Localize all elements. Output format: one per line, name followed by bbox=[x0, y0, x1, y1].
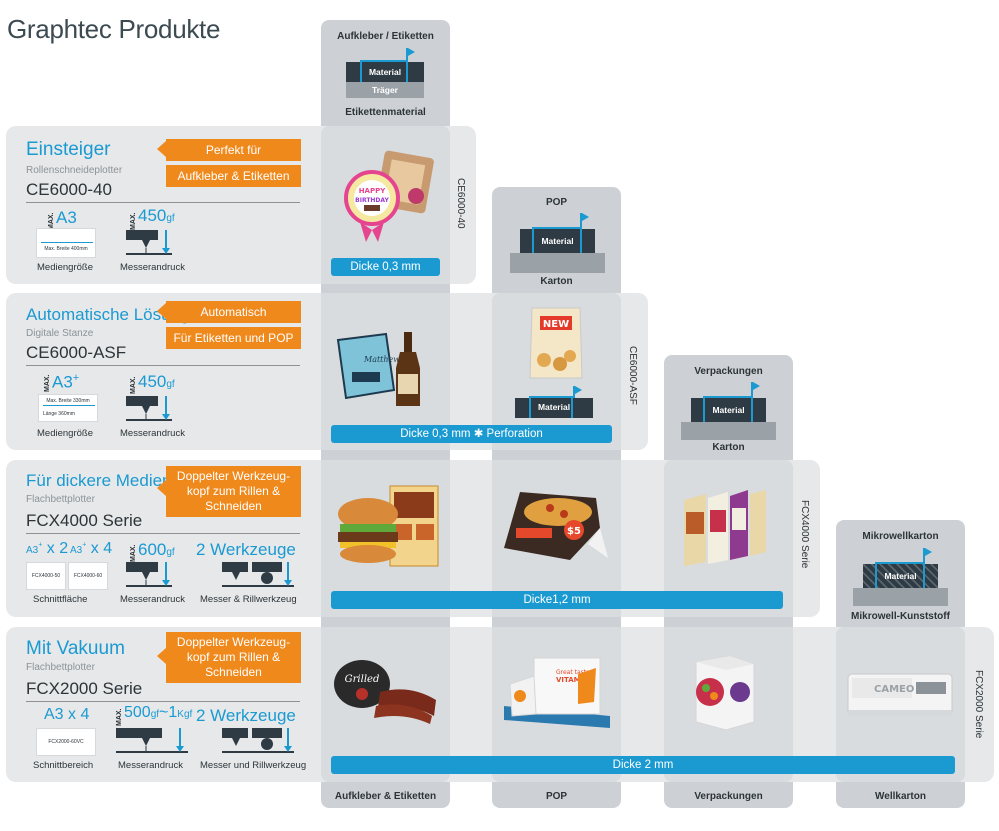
caption-schnittflaeche: Schnittfläche bbox=[33, 594, 88, 605]
category-title-einsteiger: Einsteiger bbox=[26, 139, 111, 160]
knife-and-crease-tool-icon bbox=[222, 728, 294, 753]
cutting-plotter-device-image: CAMEO bbox=[847, 673, 953, 716]
caption-messer-und-rillwerkzeug: Messer und Rillwerkzeug bbox=[200, 760, 307, 771]
spec-size-fcx2000: A3 x 4 bbox=[44, 706, 90, 723]
caption-schnittbereich: Schnittbereich bbox=[33, 760, 94, 771]
column-header-aufkleber: Aufkleber / Etiketten bbox=[337, 31, 434, 42]
knife-pressure-icon bbox=[126, 396, 172, 421]
column-footer-aufkleber: Aufkleber & Etiketten bbox=[334, 791, 437, 802]
category-title-mit-vakuum: Mit Vakuum bbox=[26, 638, 125, 659]
pop-new-cracker-image: NEW bbox=[529, 307, 583, 379]
spec-size-fcx4000-60: A3+ x 4 bbox=[70, 540, 113, 557]
thickness-bar-row3: Dicke1,2 mm bbox=[331, 591, 783, 609]
model-fcx2000: FCX2000 Serie bbox=[26, 679, 143, 698]
sheet-fcx4000-60: FCX4000-60 bbox=[68, 562, 108, 590]
tag-aufkleber-etiketten: Aufkleber & Etiketten bbox=[166, 165, 301, 187]
karton-label-verpackungen: Karton bbox=[712, 442, 745, 453]
svg-text:HAPPY: HAPPY bbox=[359, 187, 387, 195]
caption-messer-rillwerkzeug: Messer & Rillwerkzeug bbox=[200, 594, 297, 605]
svg-text:$5: $5 bbox=[567, 526, 581, 537]
caption-messerandruck-fcx4000: Messerandruck bbox=[120, 594, 185, 605]
material-diagram-mikrowell: Material bbox=[853, 548, 948, 606]
traeger-label: Träger bbox=[372, 85, 398, 95]
caption-mediengroesse-asf: Mediengröße bbox=[37, 428, 93, 439]
caption-messerandruck-fcx2000: Messerandruck bbox=[118, 760, 183, 771]
knife-pressure-icon bbox=[126, 562, 172, 587]
category-title-automatische-loesung: Automatische Lösung bbox=[26, 305, 190, 324]
tag-automatisch: Automatisch bbox=[166, 301, 301, 323]
category-subtitle-flachbett-vakuum: Flachbettplotter bbox=[26, 662, 95, 673]
tag-etiketten-pop: Für Etiketten und POP bbox=[166, 327, 301, 349]
spec-size-a3: A3 bbox=[56, 208, 77, 227]
knife-pressure-icon bbox=[116, 728, 188, 753]
side-label-ce6000-40: CE6000-40 bbox=[455, 178, 466, 229]
side-label-fcx4000: FCX4000 Serie bbox=[799, 500, 810, 569]
column-subheader-etikettenmaterial: Etikettenmaterial bbox=[345, 107, 426, 118]
thickness-bar-row2: Dicke 0,3 mm ✱ Perforation bbox=[331, 425, 612, 443]
beer-label-image: Matthew's bbox=[336, 332, 420, 406]
category-title-dickere-medien: Für dickere Medien bbox=[26, 471, 172, 490]
knife-and-crease-tool-icon bbox=[222, 562, 294, 587]
burger-poster-image bbox=[338, 485, 439, 567]
media-sheet: Max. Breite 400mm bbox=[36, 228, 96, 258]
spec-force-450-asf: 450gf bbox=[138, 372, 175, 391]
sheet-fcx2000: FCX2000-60VC bbox=[36, 728, 96, 756]
svg-text:Matthew's: Matthew's bbox=[363, 355, 406, 364]
model-ce6000-asf: CE6000-ASF bbox=[26, 343, 127, 362]
category-subtitle-einsteiger: Rollenschneideplotter bbox=[26, 165, 123, 176]
material-label: Material bbox=[368, 67, 402, 77]
tag-perfekt-fuer: Perfekt für bbox=[166, 139, 301, 161]
model-fcx4000: FCX4000 Serie bbox=[26, 511, 143, 530]
media-sheet-asf: Max. Breite 330mm Länge 360mm bbox=[38, 394, 98, 422]
tag-doppelter-werkzeugkopf: Doppelter Werkzeug-kopf zum Rillen & Sch… bbox=[166, 466, 301, 517]
spec-size-a3-plus: A3+ bbox=[52, 372, 80, 392]
thickness-bar-row4: Dicke 2 mm bbox=[331, 756, 955, 774]
column-header-verpackungen: Verpackungen bbox=[694, 366, 763, 377]
svg-text:CAMEO: CAMEO bbox=[874, 684, 914, 695]
side-label-fcx2000: FCX2000 Serie bbox=[973, 670, 984, 739]
svg-text:VITAMIN: VITAMIN bbox=[556, 676, 589, 684]
spec-size-fcx4000-50: A3+ x 2 bbox=[26, 540, 69, 557]
spec-tools-fcx2000: 2 Werkzeuge bbox=[196, 706, 296, 725]
column-footer-wellkarton: Wellkarton bbox=[875, 791, 926, 802]
spec-tools-fcx4000: 2 Werkzeuge bbox=[196, 540, 296, 559]
grill-sausage-label-image: Grilled bbox=[334, 660, 436, 724]
column-footer-verpackungen: Verpackungen bbox=[694, 791, 763, 802]
spec-force-450: 450gf bbox=[138, 206, 175, 225]
material-diagram-pop: Material bbox=[510, 213, 605, 273]
pop-stand-vitamin-image: Great taste VITAMIN bbox=[504, 657, 610, 728]
svg-text:Great taste: Great taste bbox=[556, 669, 590, 676]
column-header-pop: POP bbox=[545, 197, 568, 208]
thickness-bar-row1: Dicke 0,3 mm bbox=[331, 258, 440, 276]
material-diagram-pop-row2: Material bbox=[515, 386, 593, 420]
pizza-pop-display-image: $5 bbox=[504, 492, 608, 560]
material-diagram-etiketten: Material Träger bbox=[346, 48, 424, 100]
spec-force-600: 600gf bbox=[138, 540, 175, 559]
caption-messerandruck: Messerandruck bbox=[120, 262, 185, 273]
tag-doppelter-werkzeugkopf-vakuum: Doppelter Werkzeug-kopf zum Rillen & Sch… bbox=[166, 632, 301, 683]
category-subtitle-flachbett: Flachbettplotter bbox=[26, 494, 95, 505]
svg-text:BIRTHDAY: BIRTHDAY bbox=[355, 197, 389, 204]
svg-text:Grilled: Grilled bbox=[345, 674, 380, 685]
column-header-mikrowellkarton: Mikrowellkarton bbox=[862, 531, 939, 542]
sheet-fcx4000-50: FCX4000-50 bbox=[26, 562, 66, 590]
column-footer-pop: POP bbox=[545, 791, 568, 802]
karton-label-pop: Karton bbox=[540, 276, 573, 287]
side-label-ce6000-asf: CE6000-ASF bbox=[627, 346, 638, 405]
birthday-sticker-image: HAPPY BIRTHDAY bbox=[344, 150, 434, 242]
caption-mediengroesse: Mediengröße bbox=[37, 262, 93, 273]
packaging-boxes-image bbox=[684, 490, 766, 566]
material-diagram-verpackungen: Material bbox=[681, 382, 776, 440]
model-ce6000-40: CE6000-40 bbox=[26, 180, 113, 199]
category-subtitle-digitale-stanze: Digitale Stanze bbox=[26, 328, 94, 339]
caption-messerandruck-asf: Messerandruck bbox=[120, 428, 185, 439]
mikrowell-kunststoff-label: Mikrowell-Kunststoff bbox=[851, 611, 950, 622]
page-title: Graphtec Produkte bbox=[7, 14, 221, 44]
fruit-box-image bbox=[695, 655, 755, 731]
svg-text:NEW: NEW bbox=[543, 319, 569, 330]
spec-force-fcx2000: 500gf~1Kgf bbox=[124, 704, 193, 721]
knife-pressure-icon bbox=[126, 230, 172, 255]
